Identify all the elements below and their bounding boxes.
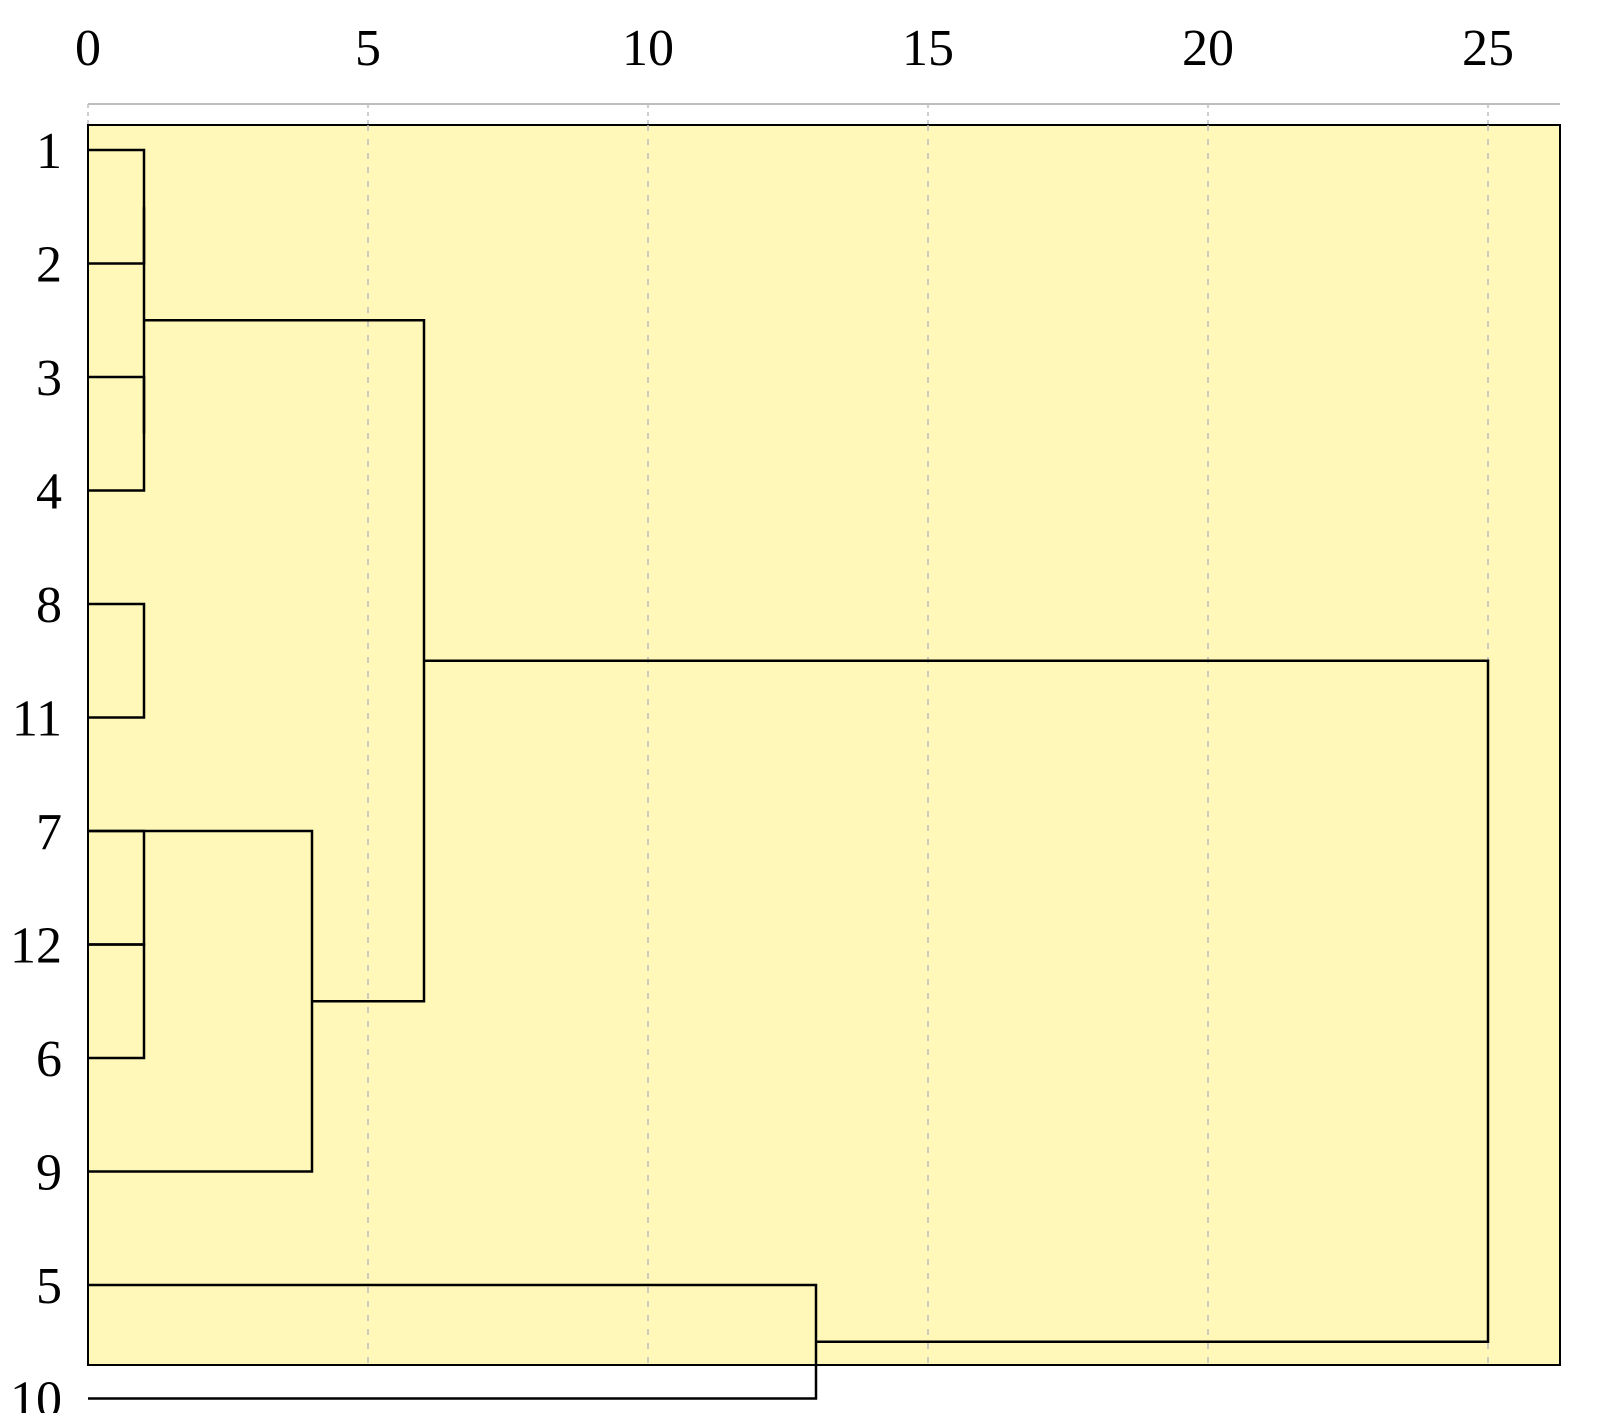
x-tick-label: 25 bbox=[1462, 20, 1514, 77]
leaf-label: 12 bbox=[10, 918, 62, 975]
leaf-label: 10 bbox=[10, 1372, 62, 1413]
dendrogram-link bbox=[424, 659, 1490, 1343]
x-tick-label: 15 bbox=[902, 20, 954, 77]
plot-background bbox=[87, 124, 1561, 1366]
leaf-label: 9 bbox=[36, 1145, 62, 1202]
dendrogram-link bbox=[88, 602, 146, 719]
leaf-label: 5 bbox=[36, 1258, 62, 1315]
leaf-label: 3 bbox=[36, 350, 62, 407]
leaf-label: 1 bbox=[36, 123, 62, 180]
leaf-label: 4 bbox=[36, 464, 62, 521]
x-tick-label: 10 bbox=[622, 20, 674, 77]
x-tick-label: 5 bbox=[355, 20, 381, 77]
x-axis-ticks: 0 5 10 15 20 25 bbox=[75, 20, 1514, 125]
leaf-label: 6 bbox=[36, 1031, 62, 1088]
leaf-label: 7 bbox=[36, 804, 62, 861]
leaf-label: 2 bbox=[36, 237, 62, 294]
x-tick-label: 0 bbox=[75, 20, 101, 77]
dendrogram-link bbox=[88, 943, 146, 1060]
x-tick-label: 20 bbox=[1182, 20, 1234, 77]
leaf-label: 11 bbox=[12, 691, 62, 748]
dendrogram-links bbox=[88, 148, 1490, 1400]
leaf-label: 8 bbox=[36, 577, 62, 634]
